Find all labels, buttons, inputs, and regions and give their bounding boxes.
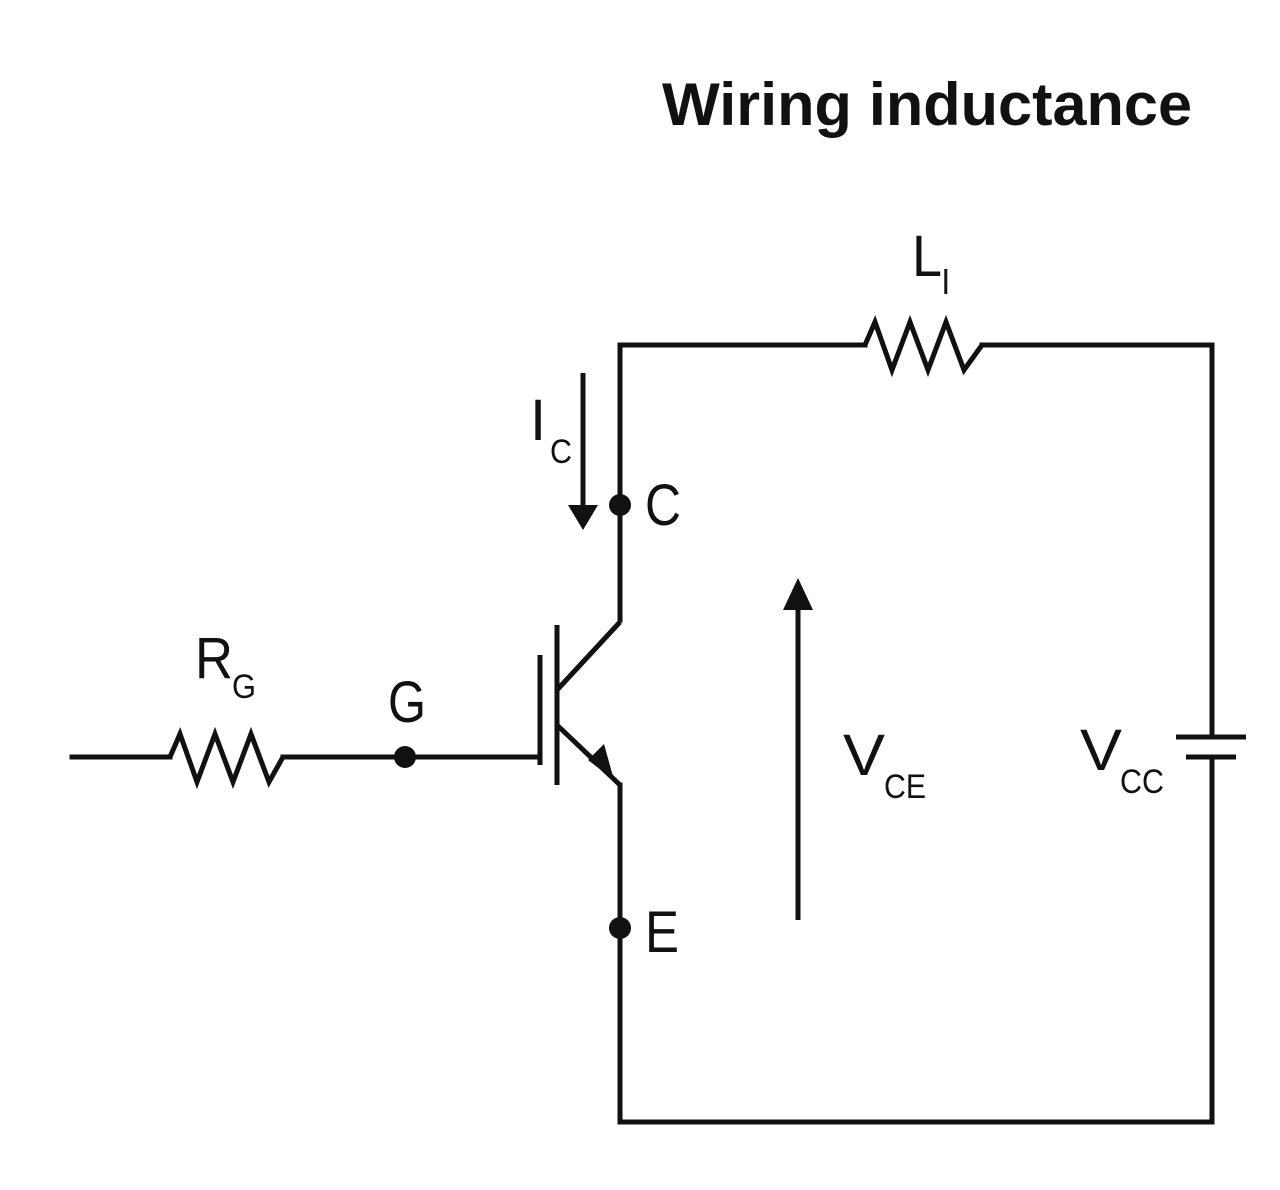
collector-current-arrow bbox=[568, 373, 598, 530]
gate-resistor-label: R bbox=[195, 626, 233, 691]
vce-label: V bbox=[843, 723, 885, 788]
circuit-wires bbox=[69, 342, 1215, 1125]
gate-resistor-subscript: G bbox=[232, 668, 256, 706]
collector-top-wire bbox=[617, 342, 868, 623]
emitter-label: E bbox=[645, 900, 679, 965]
igbt-symbol bbox=[537, 620, 622, 787]
right-top-wire bbox=[979, 342, 1215, 738]
wiring-inductor-symbol bbox=[862, 314, 985, 378]
igbt-emitter-arrow bbox=[588, 744, 614, 780]
emitter-node bbox=[609, 917, 631, 939]
vcc-label: V bbox=[1080, 718, 1122, 783]
collector-label: C bbox=[645, 473, 681, 538]
vcc-subscript: CC bbox=[1120, 763, 1164, 801]
gate-label: G bbox=[388, 670, 426, 735]
inductance-label: L bbox=[912, 224, 942, 289]
bottom-return-wire bbox=[617, 754, 1215, 1125]
collector-current-subscript: C bbox=[550, 433, 572, 471]
gate-resistor-symbol bbox=[167, 726, 286, 790]
battery-symbol bbox=[1176, 734, 1246, 760]
inductance-subscript: l bbox=[942, 264, 950, 302]
vce-arrow bbox=[783, 578, 813, 920]
diagram-title: Wiring inductance bbox=[662, 71, 1192, 138]
igbt-collector-lead bbox=[555, 620, 622, 692]
vce-subscript: CE bbox=[884, 768, 926, 806]
collector-node bbox=[609, 494, 631, 516]
gate-node bbox=[394, 746, 416, 768]
collector-current-label: I bbox=[530, 388, 546, 453]
